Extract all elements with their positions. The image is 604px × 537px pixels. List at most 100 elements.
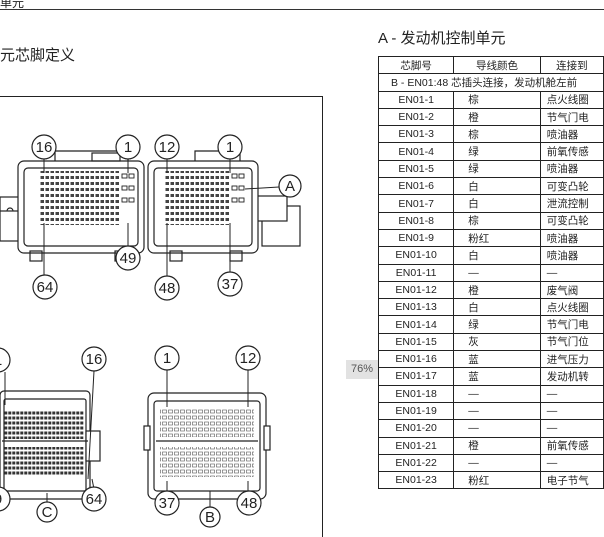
connects-to-cell: 节气门电 [539, 107, 604, 127]
pin-cell: EN01-16 [377, 350, 455, 369]
pin-cell: EN01-23 [377, 471, 455, 490]
wire-color-cell: — [453, 263, 541, 282]
pin-cell: EN01-7 [377, 194, 455, 213]
callout-left-partial: 1 [0, 347, 11, 373]
right-section-heading: A - 发动机控制单元 [378, 30, 506, 47]
svg-text:48: 48 [159, 280, 176, 297]
callout-B: B [199, 506, 221, 528]
connects-to-cell: 进气压力 [539, 350, 604, 369]
pin-cell: EN01-12 [377, 280, 455, 300]
pin-cell: EN01-3 [377, 125, 455, 144]
left-section-heading: 元芯脚定义 [0, 47, 76, 64]
pin-cell: EN01-2 [377, 107, 455, 127]
callout-16-lower: 16 [81, 346, 107, 372]
wire-color-cell: 白 [453, 298, 541, 317]
wire-color-cell: 白 [453, 177, 541, 196]
connects-to-cell: 前氧传感 [539, 436, 604, 455]
callout-64-lower: 64 [81, 486, 107, 512]
callout-48-lower: 48 [236, 490, 262, 516]
wire-color-cell: 粉红 [453, 471, 541, 490]
pin-cell: EN01-20 [377, 419, 455, 438]
svg-text:16: 16 [36, 139, 53, 156]
svg-text:64: 64 [37, 279, 54, 296]
table-row: EN01-20—— [377, 419, 604, 438]
section-row-text: B - EN01:48 芯插头连接，发动机舱左前 [378, 73, 604, 92]
wire-color-cell: — [453, 453, 541, 473]
pin-cell: EN01-14 [377, 315, 455, 334]
pin-cell: EN01-22 [377, 453, 455, 473]
svg-text:9: 9 [0, 491, 2, 508]
connects-to-cell: — [539, 453, 604, 473]
connects-to-cell: — [539, 263, 604, 282]
callout-1-lower: 1 [154, 345, 180, 371]
svg-text:A: A [285, 178, 295, 195]
connects-to-cell: 泄流控制 [539, 194, 604, 213]
svg-text:12: 12 [240, 350, 257, 367]
connects-to-cell: 发动机转 [539, 367, 604, 386]
lower-connector-b [143, 392, 271, 500]
connects-to-cell: 点火线圈 [539, 90, 604, 109]
svg-text:1: 1 [226, 139, 234, 156]
table-row: EN01-18—— [377, 384, 604, 403]
callout-16-upper: 16 [31, 134, 57, 160]
callout-12-lower: 12 [235, 345, 261, 371]
callout-1-upper-right: 1 [217, 134, 243, 160]
top-rule [0, 9, 604, 10]
connects-to-cell: 可变凸轮 [539, 177, 604, 196]
pin-cell: EN01-4 [377, 142, 455, 161]
svg-text:1: 1 [124, 139, 132, 156]
connects-to-cell: 前氧传感 [539, 142, 604, 161]
connects-to-cell: 喷油器 [539, 228, 604, 248]
column-header-connects-to: 连接到 [539, 55, 604, 75]
connector-b-pin-grid-top [160, 409, 254, 437]
wire-color-cell: 粉红 [453, 228, 541, 248]
connector-diagram: 16 1 12 1 A 64 49 48 37 [0, 134, 302, 528]
wire-color-cell: — [453, 419, 541, 438]
svg-text:1: 1 [0, 352, 2, 369]
connects-to-cell: 喷油器 [539, 125, 604, 144]
svg-text:37: 37 [159, 495, 176, 512]
connector-c-pin-grid-top [4, 411, 84, 439]
pin-cell: EN01-19 [377, 401, 455, 421]
header-fragment: 单元 [0, 0, 25, 10]
wire-color-cell: 棕 [453, 125, 541, 144]
connects-to-cell: 电子节气 [539, 471, 604, 490]
pin-definition-table: 芯脚号 导线颜色 连接到 B - EN01:48 芯插头连接，发动机舱左前 EN… [377, 55, 604, 490]
upper-left-pin-grid [40, 171, 120, 225]
connects-to-cell: — [539, 384, 604, 403]
svg-text:B: B [205, 509, 215, 526]
callout-48-upper: 48 [154, 275, 180, 301]
svg-text:12: 12 [159, 139, 176, 156]
callout-1-upper-left: 1 [115, 134, 141, 160]
connects-to-cell: 点火线圈 [539, 298, 604, 317]
wire-color-cell: 橙 [453, 436, 541, 455]
wire-color-cell: 棕 [453, 90, 541, 109]
wire-color-cell: — [453, 384, 541, 403]
pin-cell: EN01-9 [377, 228, 455, 248]
wire-color-cell: 绿 [453, 315, 541, 334]
svg-text:64: 64 [86, 491, 103, 508]
connects-to-cell: — [539, 401, 604, 421]
wire-color-cell: 灰 [453, 332, 541, 352]
table-row: EN01-19—— [377, 401, 604, 421]
connects-to-cell: 废气阀 [539, 280, 604, 300]
callout-A: A [278, 174, 302, 198]
pin-cell: EN01-13 [377, 298, 455, 317]
wire-color-cell: 橙 [453, 107, 541, 127]
callout-37-lower: 37 [154, 490, 180, 516]
connects-to-cell: 节气门电 [539, 315, 604, 334]
wire-color-cell: 绿 [453, 142, 541, 161]
svg-text:49: 49 [120, 250, 137, 267]
lower-connector-c [0, 390, 101, 500]
